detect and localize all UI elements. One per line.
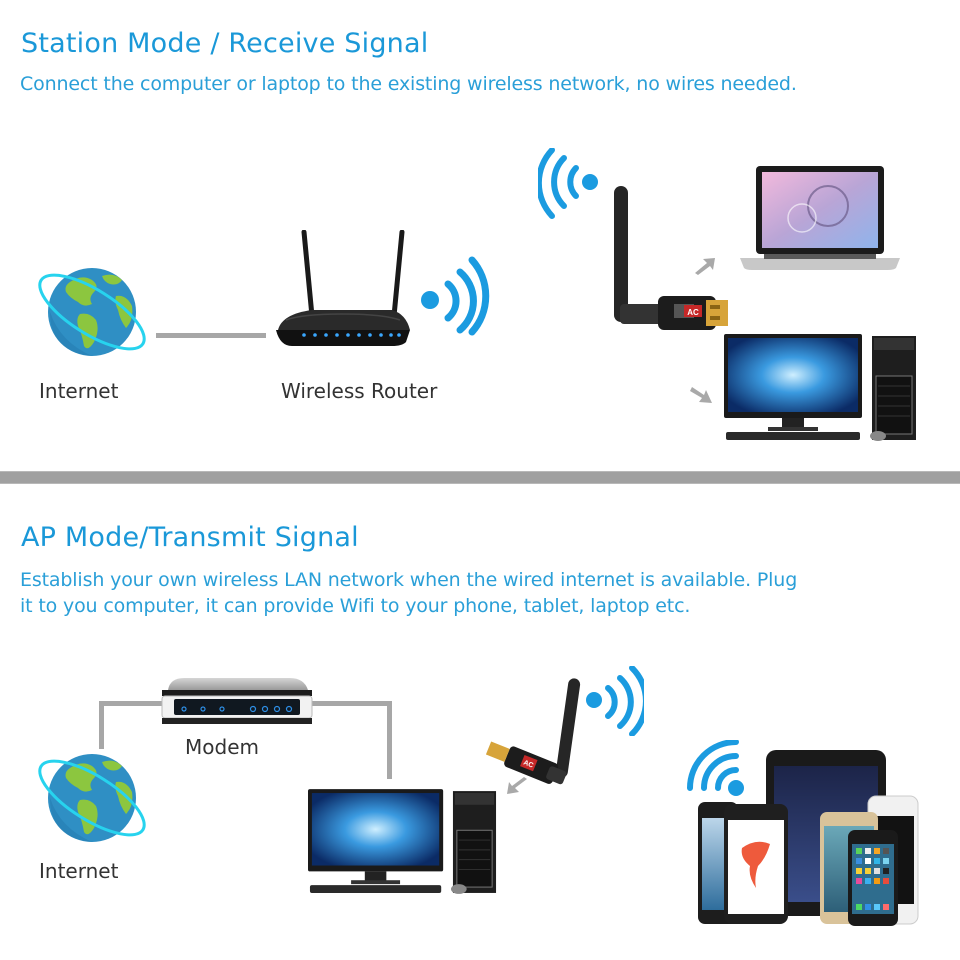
- desktop-computer-icon: [724, 334, 918, 444]
- modem-label: Modem: [185, 735, 259, 759]
- ap-mode-description-line1: Establish your own wireless LAN network …: [20, 569, 798, 591]
- modem-icon: [160, 676, 314, 726]
- arrow-to-laptop-icon: [693, 256, 717, 276]
- usb-wifi-adapter-icon: AC: [608, 186, 728, 336]
- mobile-devices-group-icon: [696, 748, 922, 928]
- station-mode-description: Connect the computer or laptop to the ex…: [20, 73, 797, 95]
- ap-mode-description-line2: it to you computer, it can provide Wifi …: [20, 595, 691, 617]
- wifi-transmit-signal-icon: [584, 666, 644, 736]
- cable-internet-vertical: [99, 701, 104, 749]
- arrow-to-desktop-icon: [505, 776, 529, 796]
- ethernet-cable-line: [156, 333, 266, 338]
- usb-wifi-adapter-icon: AC: [486, 676, 596, 786]
- arrow-to-desktop-icon: [690, 384, 714, 404]
- cable-pc-vertical: [387, 701, 392, 779]
- internet-label: Internet: [39, 859, 119, 883]
- ap-mode-title: AP Mode/Transmit Signal: [21, 522, 359, 553]
- cable-pc-horizontal: [312, 701, 392, 706]
- usb-adapter-badge: AC: [687, 308, 699, 317]
- desktop-computer-icon: [308, 788, 498, 898]
- section-divider: [0, 471, 960, 484]
- usb-adapter-badge: AC: [522, 759, 534, 769]
- wifi-receive-signal-icon: [538, 148, 602, 220]
- internet-globe-icon: [30, 262, 154, 362]
- cable-internet-horizontal: [99, 701, 163, 706]
- wireless-router-label: Wireless Router: [281, 379, 438, 403]
- internet-label: Internet: [39, 379, 119, 403]
- wireless-router-icon: [272, 230, 412, 348]
- laptop-icon: [740, 166, 900, 272]
- wifi-signal-icon: [684, 740, 748, 800]
- internet-globe-icon: [30, 748, 154, 848]
- wifi-signal-icon: [418, 252, 494, 336]
- station-mode-title: Station Mode / Receive Signal: [21, 28, 429, 59]
